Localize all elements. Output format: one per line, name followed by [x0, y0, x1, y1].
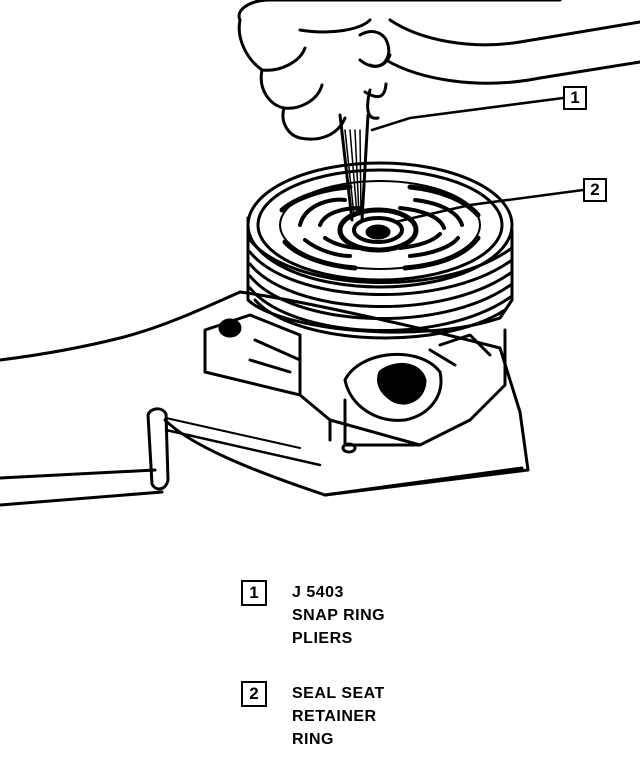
- compressor-illustration: [0, 0, 640, 507]
- mounting-plate: [163, 290, 530, 497]
- compressor-body: [203, 313, 507, 447]
- legend-line: PLIERS: [292, 630, 353, 647]
- snap-ring-pliers: [338, 113, 370, 222]
- legend-line: RING: [292, 731, 334, 748]
- leader-lines: [370, 96, 585, 224]
- legend-line: SNAP RING: [292, 607, 386, 624]
- legend-line: RETAINER: [292, 708, 377, 725]
- pulley-face: [246, 161, 514, 289]
- hand-and-arm: [237, 0, 640, 141]
- legend-label: J 5403 SNAP RING PLIERS: [292, 581, 385, 650]
- legend-number-box: 2: [241, 681, 267, 707]
- work-surface-edge: [0, 290, 242, 362]
- callout-1: 1: [563, 86, 587, 110]
- legend-line: J 5403: [292, 584, 344, 601]
- callout-2: 2: [583, 178, 607, 202]
- legend-label: SEAL SEAT RETAINER RING: [292, 682, 385, 751]
- holding-tool: [0, 407, 322, 507]
- legend-number-box: 1: [241, 580, 267, 606]
- legend-line: SEAL SEAT: [292, 685, 385, 702]
